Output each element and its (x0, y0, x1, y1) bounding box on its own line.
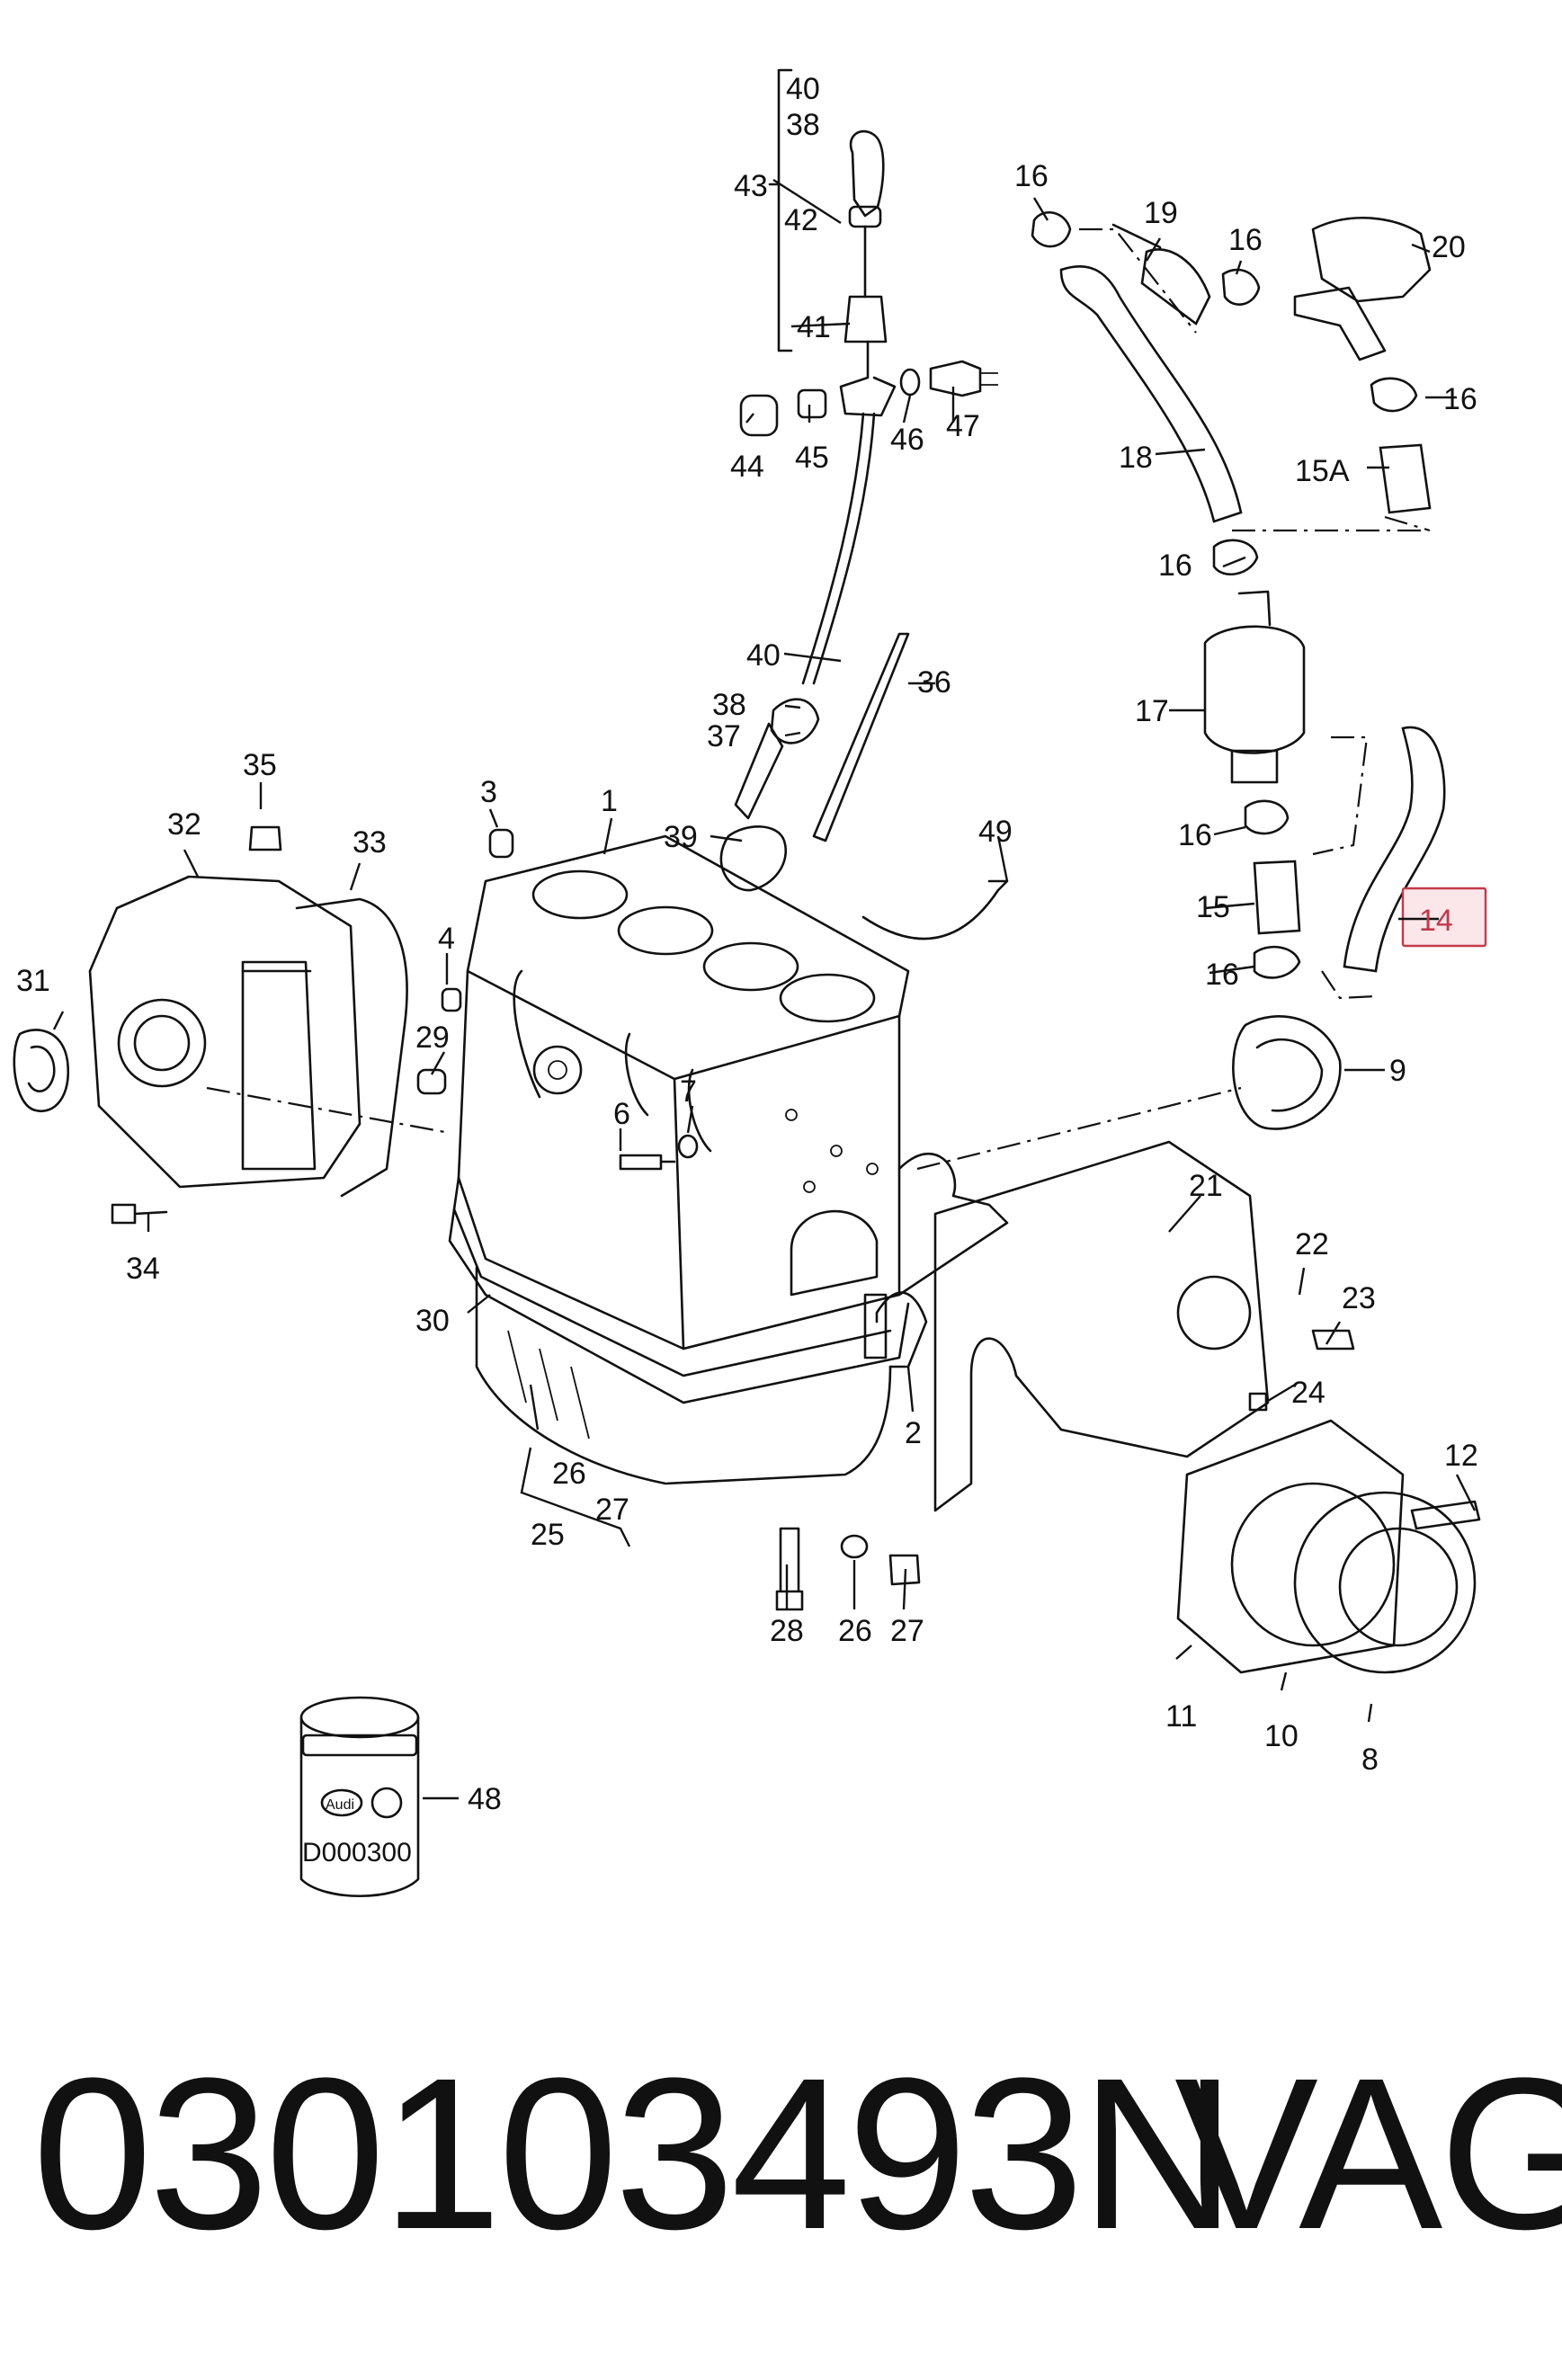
part-label: 29 (415, 1021, 450, 1055)
oil-separator (1203, 590, 1446, 1130)
part-label: 23 (1342, 1281, 1376, 1315)
part-label: 11 (1165, 1699, 1197, 1734)
part-label: 1 (601, 784, 618, 818)
breather-hose-assembly (1031, 211, 1432, 575)
part-label: 25 (531, 1518, 565, 1552)
part-label: 16 (1158, 548, 1192, 583)
part-label: 10 (1264, 1719, 1299, 1753)
highlight-box (1401, 887, 1487, 948)
part-label: 32 (167, 807, 201, 842)
brand-name: VAG (1174, 2033, 1562, 2274)
part-label: 46 (890, 423, 924, 457)
part-label: 8 (1361, 1743, 1379, 1777)
leader-lines (52, 178, 1477, 1800)
part-label: 15A (1295, 454, 1350, 488)
part-labels: 40 38 43 42 41 44 45 46 47 40 38 37 39 3… (16, 72, 1478, 1816)
part-label: 19 (1144, 196, 1178, 230)
part-label: 44 (730, 450, 764, 484)
exploded-parts-diagram: Audi D000300 40 38 43 42 41 44 45 46 47 … (13, 68, 1487, 1897)
part-label: 4 (438, 922, 455, 956)
part-label: 49 (978, 815, 1013, 849)
part-label: 12 (1444, 1439, 1478, 1473)
part-label: 16 (1205, 958, 1239, 992)
part-label: 6 (613, 1097, 630, 1131)
part-label: 39 (664, 820, 698, 854)
part-label: 16 (1443, 382, 1477, 416)
part-label: 35 (243, 748, 277, 782)
sealant-can: Audi D000300 (299, 1696, 420, 1897)
part-label: 22 (1295, 1227, 1329, 1261)
part-label: 27 (890, 1614, 924, 1648)
part-label: 17 (1135, 694, 1169, 728)
part-label: 27 (595, 1493, 629, 1527)
part-label: 37 (707, 719, 741, 753)
part-label: 36 (917, 665, 951, 700)
oil-pan-assembly (448, 1176, 928, 1611)
part-label: 14 (1419, 904, 1453, 938)
part-label: 33 (353, 825, 387, 860)
dipstick-assembly (719, 68, 998, 892)
part-label: 38 (712, 688, 746, 722)
part-label: 34 (126, 1252, 160, 1286)
part-label: 16 (1228, 223, 1263, 257)
part-label: 31 (16, 964, 50, 998)
front-cover-assembly (13, 825, 451, 1225)
part-label: 28 (770, 1614, 804, 1648)
can-code: D000300 (302, 1838, 412, 1867)
part-label: 16 (1014, 159, 1049, 193)
part-label: 21 (1189, 1169, 1223, 1203)
retaining-clip (861, 879, 1009, 940)
part-label: 24 (1291, 1376, 1325, 1410)
part-label: 2 (905, 1416, 922, 1450)
part-label: 7 (680, 1074, 697, 1109)
part-label: 15 (1196, 890, 1230, 924)
part-label: 16 (1178, 818, 1212, 852)
part-label: 42 (784, 203, 818, 237)
part-label: 26 (552, 1457, 586, 1491)
part-label: 26 (838, 1614, 872, 1648)
part-label: 40 (746, 638, 781, 673)
part-label: 3 (480, 775, 497, 809)
can-logo-text: Audi (326, 1797, 354, 1813)
part-label: 18 (1119, 441, 1153, 475)
part-label: 38 (786, 108, 820, 142)
part-label: 40 (786, 72, 820, 106)
rear-plate-assembly (916, 1086, 1481, 1674)
cylinder-block (416, 828, 1009, 1350)
part-footer: 030103493N VAG (32, 2005, 1562, 2302)
part-label: 45 (795, 441, 829, 475)
part-label: 47 (946, 409, 980, 443)
part-label: 30 (415, 1304, 450, 1338)
part-label: 41 (797, 310, 831, 344)
part-number: 030103493N (32, 2033, 1236, 2274)
part-label: 43 (734, 169, 768, 203)
part-label: 48 (468, 1782, 502, 1816)
part-label: 20 (1432, 230, 1466, 264)
part-label: 9 (1389, 1054, 1406, 1088)
